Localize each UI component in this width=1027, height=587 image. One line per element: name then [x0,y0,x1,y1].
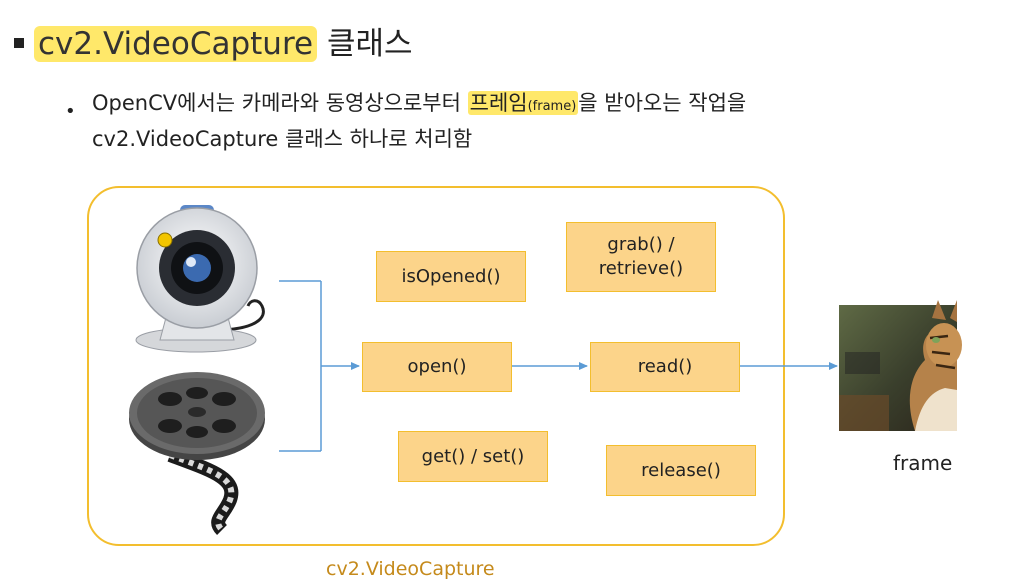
input-connector [279,280,322,452]
title-bullet-square [14,38,24,48]
film-reel-icon [129,372,265,535]
read-method-box: read() [590,342,740,392]
open-label: open() [407,356,467,377]
grab-retrieve-method-box: grab() / retrieve() [566,222,716,292]
frame-highlight: 프레임(frame) [467,91,579,115]
cat-frame-image [839,300,962,431]
release-method-box: release() [606,445,756,496]
frame-highlight-english: (frame) [527,99,577,114]
sub-line1-post: 을 받아오는 작업을 [578,91,747,115]
release-label: release() [641,459,721,481]
webcam-icon [135,205,265,353]
slide-title: cv2.VideoCapture 클래스 [34,22,413,66]
isopened-method-box: isOpened() [376,251,526,302]
grab-label-line1: grab() / [607,234,675,255]
frame-output-label: frame [893,451,953,475]
grab-retrieve-label: grab() / retrieve() [599,233,683,281]
container-label: cv2.VideoCapture [326,558,495,580]
open-method-box: open() [362,342,512,392]
get-set-label: get() / set() [421,445,525,467]
grab-label-line2: retrieve() [598,258,684,279]
get-set-method-box: get() / set() [398,431,548,482]
sub-line2: cv2.VideoCapture 클래스 하나로 처리함 [92,127,473,151]
sub-bullet-text: OpenCV에서는 카메라와 동영상으로부터 프레임(frame)을 받아오는 … [92,87,1012,156]
frame-highlight-word: 프레임 [469,91,528,115]
read-label: read() [637,356,693,377]
sub-bullet-dot: • [65,101,76,122]
title-suffix: 클래스 [317,26,413,62]
isopened-label: isOpened() [401,265,501,287]
sub-line1-pre: OpenCV에서는 카메라와 동영상으로부터 [92,91,468,115]
title-class-name: cv2.VideoCapture [34,26,318,62]
